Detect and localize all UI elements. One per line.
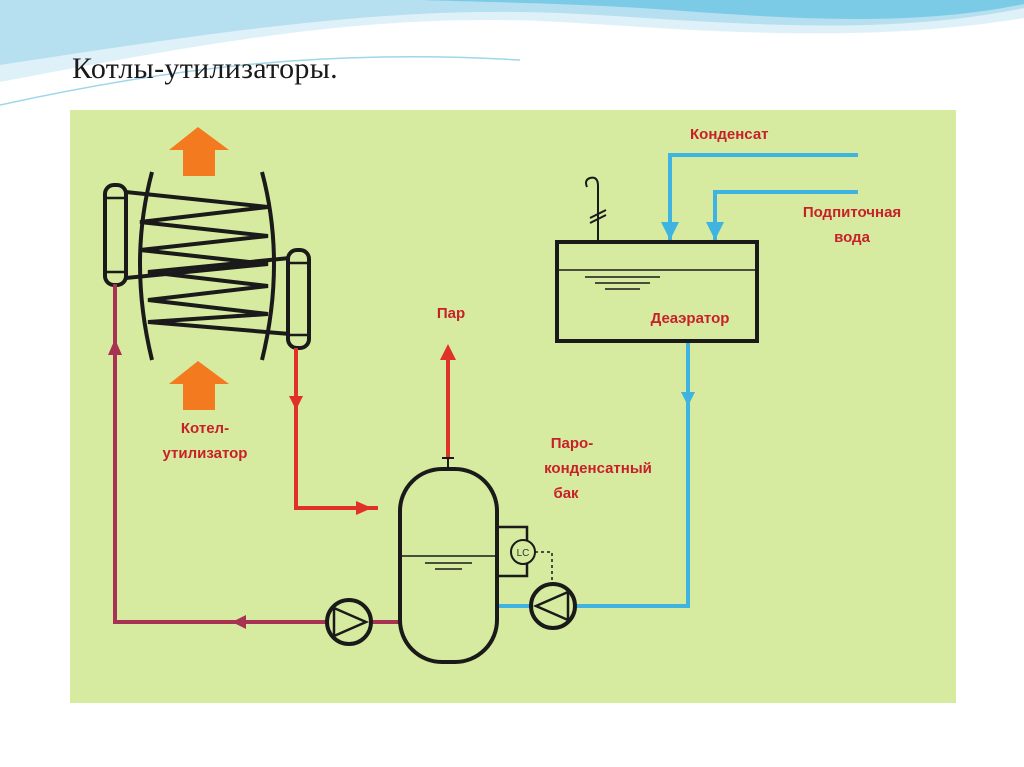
level-controller-icon: LC <box>510 539 553 590</box>
header-waves <box>0 0 1024 106</box>
flue-gas-arrow-icon <box>169 127 229 176</box>
boiler-header-right <box>286 248 311 350</box>
lc-signal-line <box>535 551 553 590</box>
flow-arrow-down <box>289 396 303 410</box>
lc-label: LC <box>517 548 530 559</box>
pump-icon <box>529 582 577 630</box>
pump-icon <box>325 598 373 646</box>
flow-arrow-right <box>356 501 372 515</box>
flow-arrow-left <box>232 615 246 629</box>
steam-condensate-tank <box>398 457 529 664</box>
condensate-arrow-down <box>661 222 679 240</box>
label-boiler-1: Котел- <box>181 420 229 437</box>
vent-valve-icon <box>585 176 607 242</box>
pipe-return-to-boiler <box>113 284 326 624</box>
label-condensate: Конденсат <box>690 126 769 143</box>
boiler-coil-lower <box>147 256 291 336</box>
label-deaerator: Деаэратор <box>651 310 730 327</box>
boiler-casing-right <box>260 171 276 361</box>
label-makeup-water-2: вода <box>834 229 871 246</box>
pipe-condensate-in <box>668 153 858 240</box>
makeup-arrow-down <box>706 222 724 240</box>
label-makeup-water-1: Подпиточная <box>803 204 901 221</box>
label-tank-2: конденсатный <box>544 460 652 477</box>
flow-arrow-up <box>108 339 122 355</box>
deaerator <box>555 240 759 343</box>
pipe-deaerator-to-pump <box>576 341 690 608</box>
label-tank-1: Паро- <box>551 435 593 452</box>
steam-arrow-up <box>440 344 456 360</box>
slide-title: Котлы-утилизаторы. <box>72 52 338 85</box>
deaerator-vessel <box>555 240 759 343</box>
wave-dark <box>420 0 1024 20</box>
wave-line <box>0 55 521 106</box>
label-tank-3: бак <box>553 485 579 502</box>
boiler-coil-upper <box>125 190 269 280</box>
flow-arrow-down-blue <box>681 392 695 406</box>
boiler-header-left <box>103 183 128 287</box>
label-boiler-2: утилизатор <box>163 445 248 462</box>
label-steam: Пар <box>437 305 465 322</box>
heat-recovery-boiler <box>103 171 311 361</box>
flue-gas-arrow-icon <box>169 361 229 410</box>
